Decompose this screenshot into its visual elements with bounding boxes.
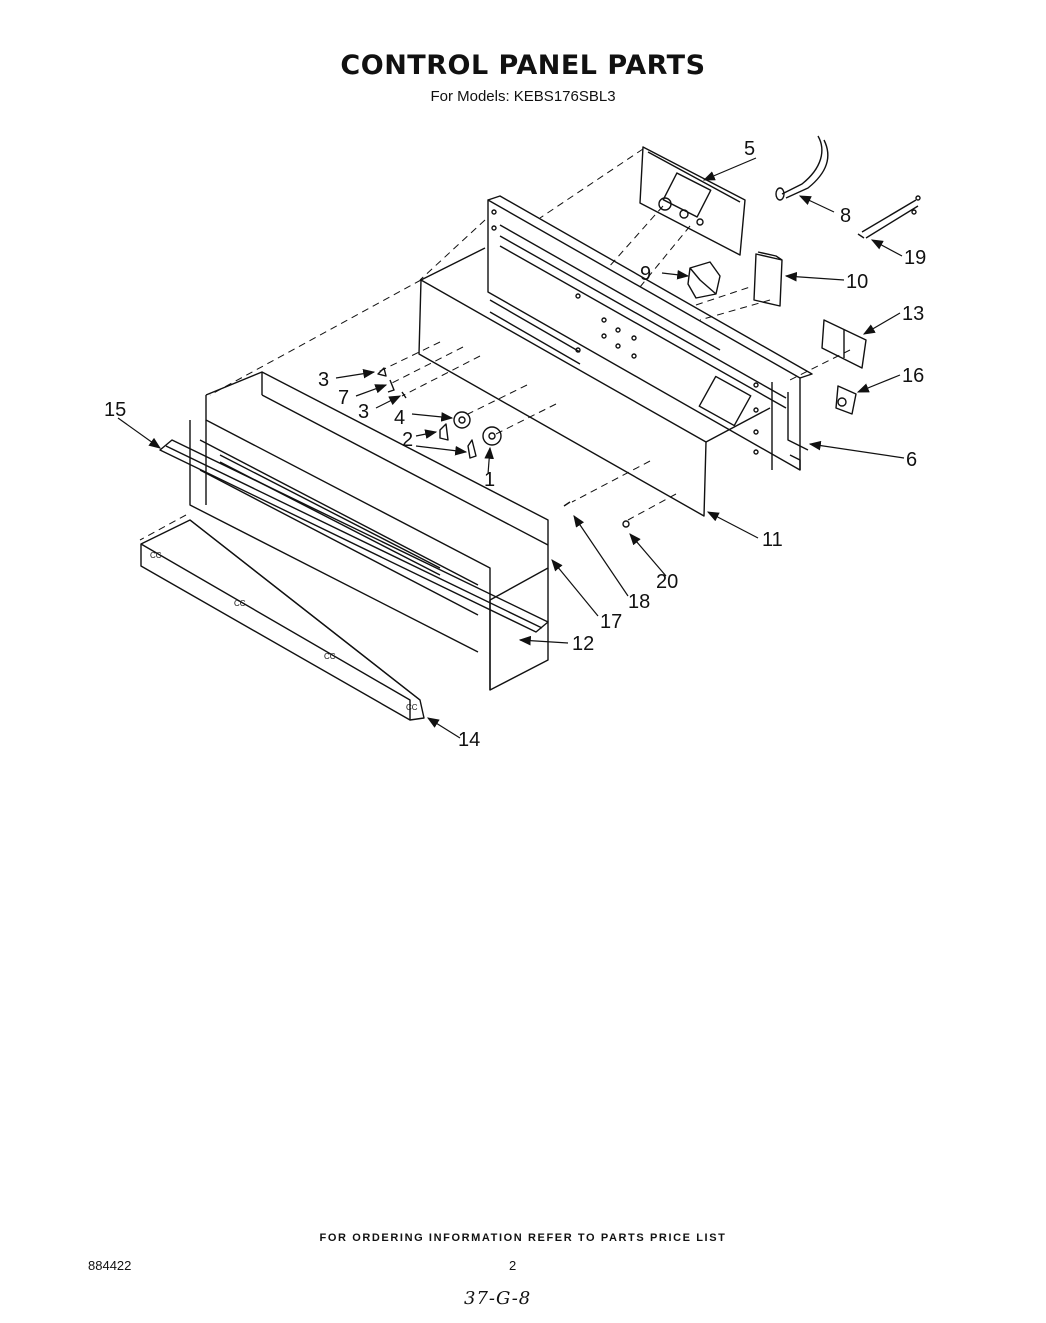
- callout-18: 18: [628, 591, 650, 613]
- ordering-info-note: FOR ORDERING INFORMATION REFER TO PARTS …: [319, 1232, 727, 1244]
- callout-4: 4: [394, 407, 405, 429]
- callout-13: 13: [902, 303, 924, 325]
- callout-labels: 1 2 3 3 4 5 6 7 8 9 10 11 12 13 14 15 16…: [104, 138, 926, 751]
- part-19-connector: [857, 195, 921, 239]
- part-9-switch: [687, 261, 721, 299]
- callout-14: 14: [458, 729, 480, 751]
- page-number: 2: [509, 1258, 517, 1273]
- svg-text:CC: CC: [150, 551, 162, 560]
- model-subtitle: For Models: KEBS176SBL3: [430, 88, 616, 105]
- callout-2: 2: [402, 429, 413, 451]
- part-5-rear-plate: [639, 146, 746, 256]
- part-14-lower-trim: CC CC CC CC: [140, 519, 425, 721]
- callout-9: 9: [640, 263, 651, 285]
- callout-5: 5: [744, 138, 755, 160]
- part-10-relay: [753, 251, 783, 307]
- callout-15: 15: [104, 399, 126, 421]
- handwritten-note: 37-G-8: [464, 1288, 532, 1309]
- part-11-front-plate: [418, 247, 771, 517]
- callout-6: 6: [906, 449, 917, 471]
- part-16-clock: [835, 385, 857, 415]
- callout-1: 1: [484, 469, 495, 491]
- svg-text:CC: CC: [324, 652, 336, 661]
- document-number: 884422: [88, 1258, 132, 1273]
- page-title: CONTROL PANEL PARTS: [340, 50, 706, 81]
- leader-lines: [117, 157, 905, 739]
- part-13-thermostat: [821, 319, 867, 369]
- callout-3a: 3: [318, 369, 329, 391]
- part-6-panel-chassis: [487, 195, 813, 471]
- part-15-trim-strip: [159, 439, 549, 633]
- svg-text:CC: CC: [234, 599, 246, 608]
- callout-19: 19: [904, 247, 926, 269]
- callout-16: 16: [902, 365, 924, 387]
- callout-17: 17: [600, 611, 622, 633]
- callout-20: 20: [656, 571, 678, 593]
- callout-12: 12: [572, 633, 594, 655]
- assembly-guide-lines: [139, 148, 851, 541]
- callout-10: 10: [846, 271, 868, 293]
- callout-8: 8: [840, 205, 851, 227]
- svg-text:CC: CC: [406, 703, 418, 712]
- part-8-wire-harness: [775, 135, 829, 201]
- callout-11: 11: [762, 529, 783, 551]
- part-knobs-hardware: [377, 367, 630, 528]
- callout-3b: 3: [358, 401, 369, 423]
- callout-7: 7: [338, 387, 349, 409]
